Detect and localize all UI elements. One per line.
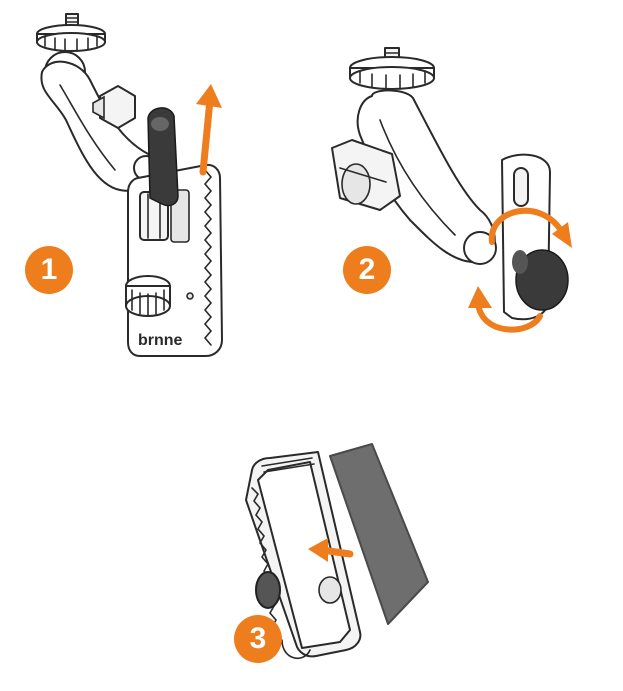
- slide-up-arrow-head: [196, 84, 222, 108]
- rotate-arrow-upper-head: [552, 222, 572, 248]
- step-2-badge: 2: [343, 246, 391, 294]
- step-number: 1: [40, 253, 58, 286]
- lock-knob: [255, 571, 281, 609]
- clip-mount: [245, 451, 362, 660]
- attach-pad-arrow-head: [308, 538, 328, 562]
- step-1-illustration: brnne: [36, 13, 223, 357]
- step-2-illustration: [331, 47, 572, 333]
- brand-logo: brnne: [138, 332, 183, 349]
- rotate-arrow-lower-head: [468, 286, 492, 308]
- step-number: 3: [249, 622, 267, 655]
- arm-side-knob: [99, 85, 136, 129]
- step-3-badge: 3: [234, 615, 282, 663]
- camera-screw-knob: [349, 47, 435, 90]
- step-3-illustration: [245, 443, 429, 660]
- slide-up-arrow: [199, 96, 214, 176]
- adhesive-pad: [329, 443, 429, 625]
- step-number: 2: [358, 253, 376, 286]
- ball-joint-lower: [463, 231, 497, 265]
- rotate-arrow-lower: [475, 299, 543, 333]
- rotate-arrow-upper: [488, 207, 565, 245]
- clip-mount: [125, 163, 223, 357]
- adhesive-disc: [515, 249, 569, 311]
- camera-screw-knob: [36, 13, 106, 52]
- quick-release-plate: [147, 107, 179, 207]
- step-1-badge: 1: [25, 246, 73, 294]
